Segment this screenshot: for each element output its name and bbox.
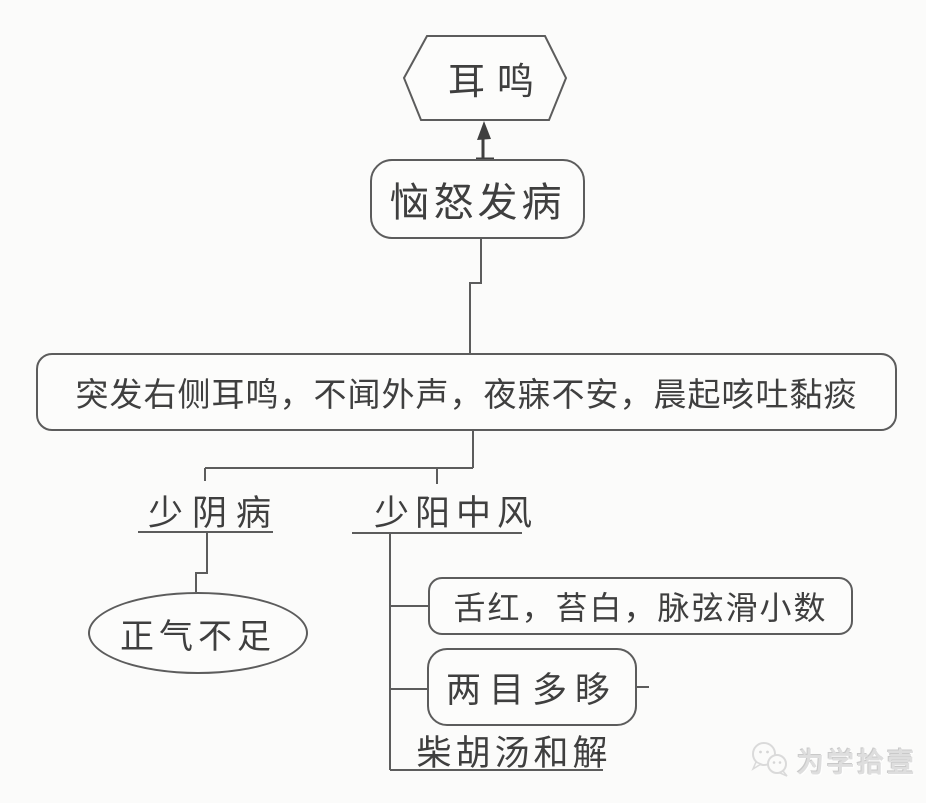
connector-split [204,431,474,484]
branch-label-shaoyang: 少阳中风 [373,493,538,533]
connector-onset-symptoms [469,239,482,353]
node-tinnitus: 耳鸣 [448,62,546,103]
node-treatment: 柴胡汤和解 [416,733,612,773]
node-symptoms: 突发右侧耳鸣，不闻外声，夜寐不安，晨起咳吐黏痰 [36,353,897,431]
branch-label-shaoyin: 少阴病 [147,493,280,533]
node-onset: 恼怒发病 [370,159,585,239]
hexagon-shape [402,35,568,121]
node-onset-label: 恼怒发病 [389,180,566,225]
watermark: 为学拾壹 [748,740,917,780]
arrow-up-head [477,121,491,140]
chat-bubbles-icon [751,742,788,777]
node-left-conclusion: 正气不足 [88,592,308,674]
node-symptoms-label: 突发右侧耳鸣，不闻外声，夜寐不安，晨起咳吐黏痰 [75,378,858,414]
node-finding-tongue-pulse: 舌红，苔白，脉弦滑小数 [428,577,853,635]
watermark-text: 为学拾壹 [797,747,917,778]
connector-left-ellipse [195,532,208,592]
node-finding-tongue-pulse-label: 舌红，苔白，脉弦滑小数 [453,590,828,626]
node-finding-eyes: 两目多眵 [427,648,637,726]
node-left-conclusion-label: 正气不足 [120,618,276,656]
node-finding-eyes-label: 两目多眵 [445,670,618,710]
